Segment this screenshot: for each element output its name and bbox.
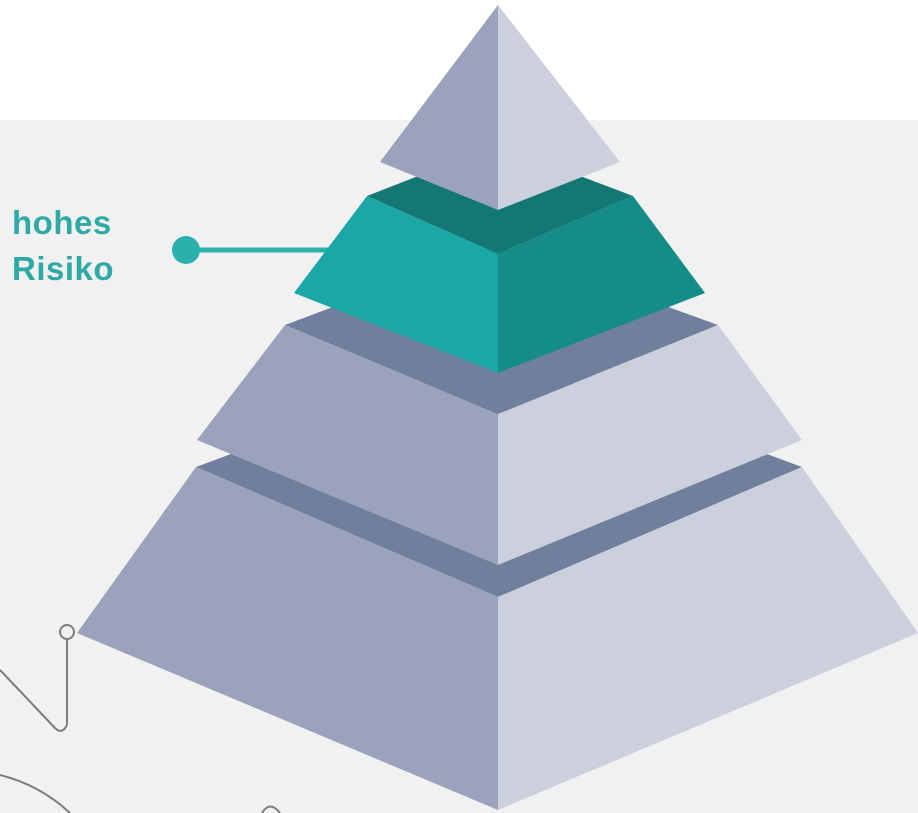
- deco-small-arc: [261, 805, 281, 813]
- top-right-face: [498, 5, 620, 210]
- base-left-face: [77, 467, 498, 810]
- callout-label-line1: hohes: [12, 204, 112, 241]
- top-left-face: [380, 5, 498, 210]
- middle-right-face: [498, 325, 802, 565]
- deco-node-circle: [59, 624, 75, 640]
- callout-label-line2: Risiko: [12, 250, 115, 287]
- deco-arc: [0, 774, 71, 813]
- decorative-lines: [0, 624, 281, 813]
- callout-label: hohes Risiko: [12, 200, 114, 292]
- pyramid-level-top: [380, 5, 620, 210]
- high-risk-left-face: [294, 196, 498, 373]
- high-risk-right-face: [498, 196, 705, 373]
- callout-dot: [172, 236, 200, 264]
- callout-connector: [172, 236, 340, 264]
- base-right-face: [498, 467, 918, 810]
- middle-left-face: [197, 325, 498, 565]
- deco-line-diagonal: [0, 669, 68, 732]
